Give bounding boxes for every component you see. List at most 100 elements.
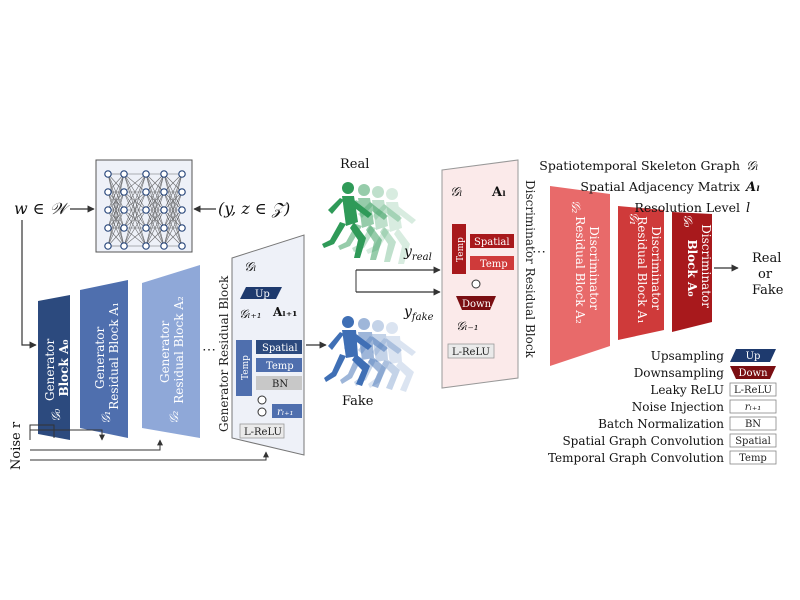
- svg-text:L-ReLU: L-ReLU: [452, 347, 490, 358]
- legend-bottom-tag: L-ReLU: [734, 385, 772, 396]
- legend-bottom-label: Spatial Graph Convolution: [562, 434, 724, 448]
- legend-bottom-tag-box: [729, 399, 777, 414]
- svg-text:BN: BN: [272, 379, 288, 390]
- mlp-node: [104, 224, 112, 232]
- gen-spatial-block: [256, 340, 302, 354]
- mlp-node: [160, 224, 168, 232]
- mlp-node: [104, 170, 112, 178]
- legend-bottom-label: Noise Injection: [632, 400, 725, 414]
- svg-text:Discriminator Block A₀: Discriminator Block A₀: [685, 224, 713, 312]
- generator-residual-block-1: Generator Residual Block A₁ 𝒢₁: [80, 280, 128, 438]
- svg-text:Generator Block A₀: Generator Block A₀: [43, 335, 71, 401]
- svg-text:Temp: Temp: [480, 259, 508, 270]
- generator-residual-block-2: Generator Residual Block A₂ 𝒢₂: [142, 265, 200, 438]
- dis-gl-label: 𝒢ₗ: [450, 185, 462, 200]
- mapping-network: [95, 159, 193, 253]
- mlp-node: [178, 188, 186, 196]
- legend-bottom-label: Downsampling: [634, 366, 725, 380]
- mlp-node: [160, 170, 168, 178]
- svg-text:𝒢₁: 𝒢₁: [627, 212, 641, 225]
- legend-bottom-label: Upsampling: [651, 349, 725, 363]
- dis-sum-node: [471, 279, 481, 289]
- w-to-block-arrow: [21, 220, 37, 349]
- svg-text:𝒢₂: 𝒢₂: [167, 410, 181, 424]
- mlp-node: [142, 224, 150, 232]
- legend-top-label: Spatial Adjacency Matrix: [580, 179, 740, 194]
- gen-gl-label: 𝒢ₗ: [244, 260, 256, 275]
- legend-bottom-tag: Up: [746, 351, 761, 362]
- fake-label: Fake: [342, 394, 374, 409]
- mlp-node: [142, 206, 150, 214]
- discriminator-block-0: Discriminator Block A₀ 𝒢₀: [672, 212, 713, 332]
- legend-bottom-tag: rₗ₊₁: [745, 402, 762, 413]
- legend-top-symbol: l: [746, 201, 750, 216]
- legend-bottom-tag: Temp: [739, 453, 767, 464]
- gen-temp-block: [256, 358, 302, 372]
- legend-bottom-tag: Spatial: [735, 436, 771, 447]
- legend-bottom-tag-box: [729, 416, 777, 431]
- dis-spatial-block: [470, 234, 514, 248]
- y-fake-label: yfake: [403, 304, 434, 323]
- gen-noise-tag: [272, 404, 302, 418]
- noise-arrow-1: [29, 429, 105, 441]
- gen-temp-vertical: [236, 340, 252, 396]
- dis-down-block: [456, 296, 496, 310]
- w-input-label: w ∈ 𝒲: [14, 199, 71, 218]
- svg-text:rₗ₊₁: rₗ₊₁: [277, 407, 294, 418]
- mlp-node: [104, 188, 112, 196]
- gen-lrelu-block: [239, 423, 285, 439]
- mlp-node: [120, 224, 128, 232]
- mlp-node: [104, 242, 112, 250]
- legend-top-label: Spatiotemporal Skeleton Graph: [539, 158, 740, 173]
- svg-text:𝒢₀: 𝒢₀: [681, 214, 695, 228]
- mlp-node: [160, 188, 168, 196]
- yz-input-label: (y, z ∈ 𝒵): [218, 199, 290, 218]
- legend-bottom-tag-box: [730, 366, 776, 379]
- discriminator-residual-detail: Discriminator Residual Block 𝒢ₗ Aₗ Temp …: [441, 159, 537, 389]
- mlp-node: [142, 242, 150, 250]
- legend-top-label: Resolution Level: [634, 200, 740, 215]
- legend-bottom-tag-box: [729, 433, 777, 448]
- svg-text:𝒢₂: 𝒢₂: [569, 200, 583, 214]
- mlp-node: [178, 242, 186, 250]
- gen-gl1-label: 𝒢ₗ₊₁: [239, 307, 262, 321]
- svg-text:Temp: Temp: [456, 237, 466, 262]
- dis-al-label: Aₗ: [491, 185, 506, 200]
- gen-al1-label: Aₗ₊₁: [272, 305, 297, 319]
- legend-bottom-tag-box: [729, 450, 777, 465]
- svg-text:Discriminator Residual B: Discriminator Residual Block A₁: [635, 216, 663, 324]
- noise-arrow-2: [30, 439, 163, 451]
- svg-text:Generator Residual Block: Generator Residual Block A₁: [93, 302, 121, 410]
- mlp-node: [120, 242, 128, 250]
- svg-text:Down: Down: [462, 299, 492, 310]
- generator-block-0: Generator Block A₀ 𝒢₀: [38, 295, 71, 440]
- legend-top-symbol: Aₗ: [744, 180, 760, 195]
- noise-arrow-3: [30, 451, 269, 461]
- gen-up-block: [240, 287, 282, 299]
- dis-gl-minus-label: 𝒢ₗ₋₁: [456, 319, 479, 333]
- mlp-node: [120, 206, 128, 214]
- gen-sum-node-2: [257, 407, 267, 417]
- discriminator-ellipsis: ⋯: [532, 244, 546, 260]
- gen-sum-node-1: [257, 395, 267, 405]
- fake-motion-figure: [324, 316, 416, 392]
- y-real-label: yreal: [403, 244, 432, 263]
- mlp-node: [160, 206, 168, 214]
- mlp-node: [178, 224, 186, 232]
- discriminator-residual-title: Discriminator Residual Block: [523, 180, 537, 359]
- legend-top-symbol: 𝒢ₗ: [746, 159, 758, 174]
- real-label: Real: [340, 157, 369, 172]
- mlp-node: [120, 188, 128, 196]
- mlp-node: [142, 188, 150, 196]
- svg-text:𝒢₁: 𝒢₁: [99, 411, 113, 424]
- discriminator-residual-block-2: Discriminator Residual Block A₂ 𝒢₂: [550, 186, 610, 366]
- dis-temp-vertical: [452, 224, 466, 274]
- legend-bottom-tag: BN: [745, 419, 761, 430]
- mlp-node: [142, 170, 150, 178]
- generator-residual-title: Generator Residual Block: [217, 275, 231, 432]
- generator-ellipsis: ⋯: [202, 342, 216, 358]
- svg-text:L-ReLU: L-ReLU: [244, 427, 282, 438]
- legend-bottom-tag-box: [730, 349, 776, 362]
